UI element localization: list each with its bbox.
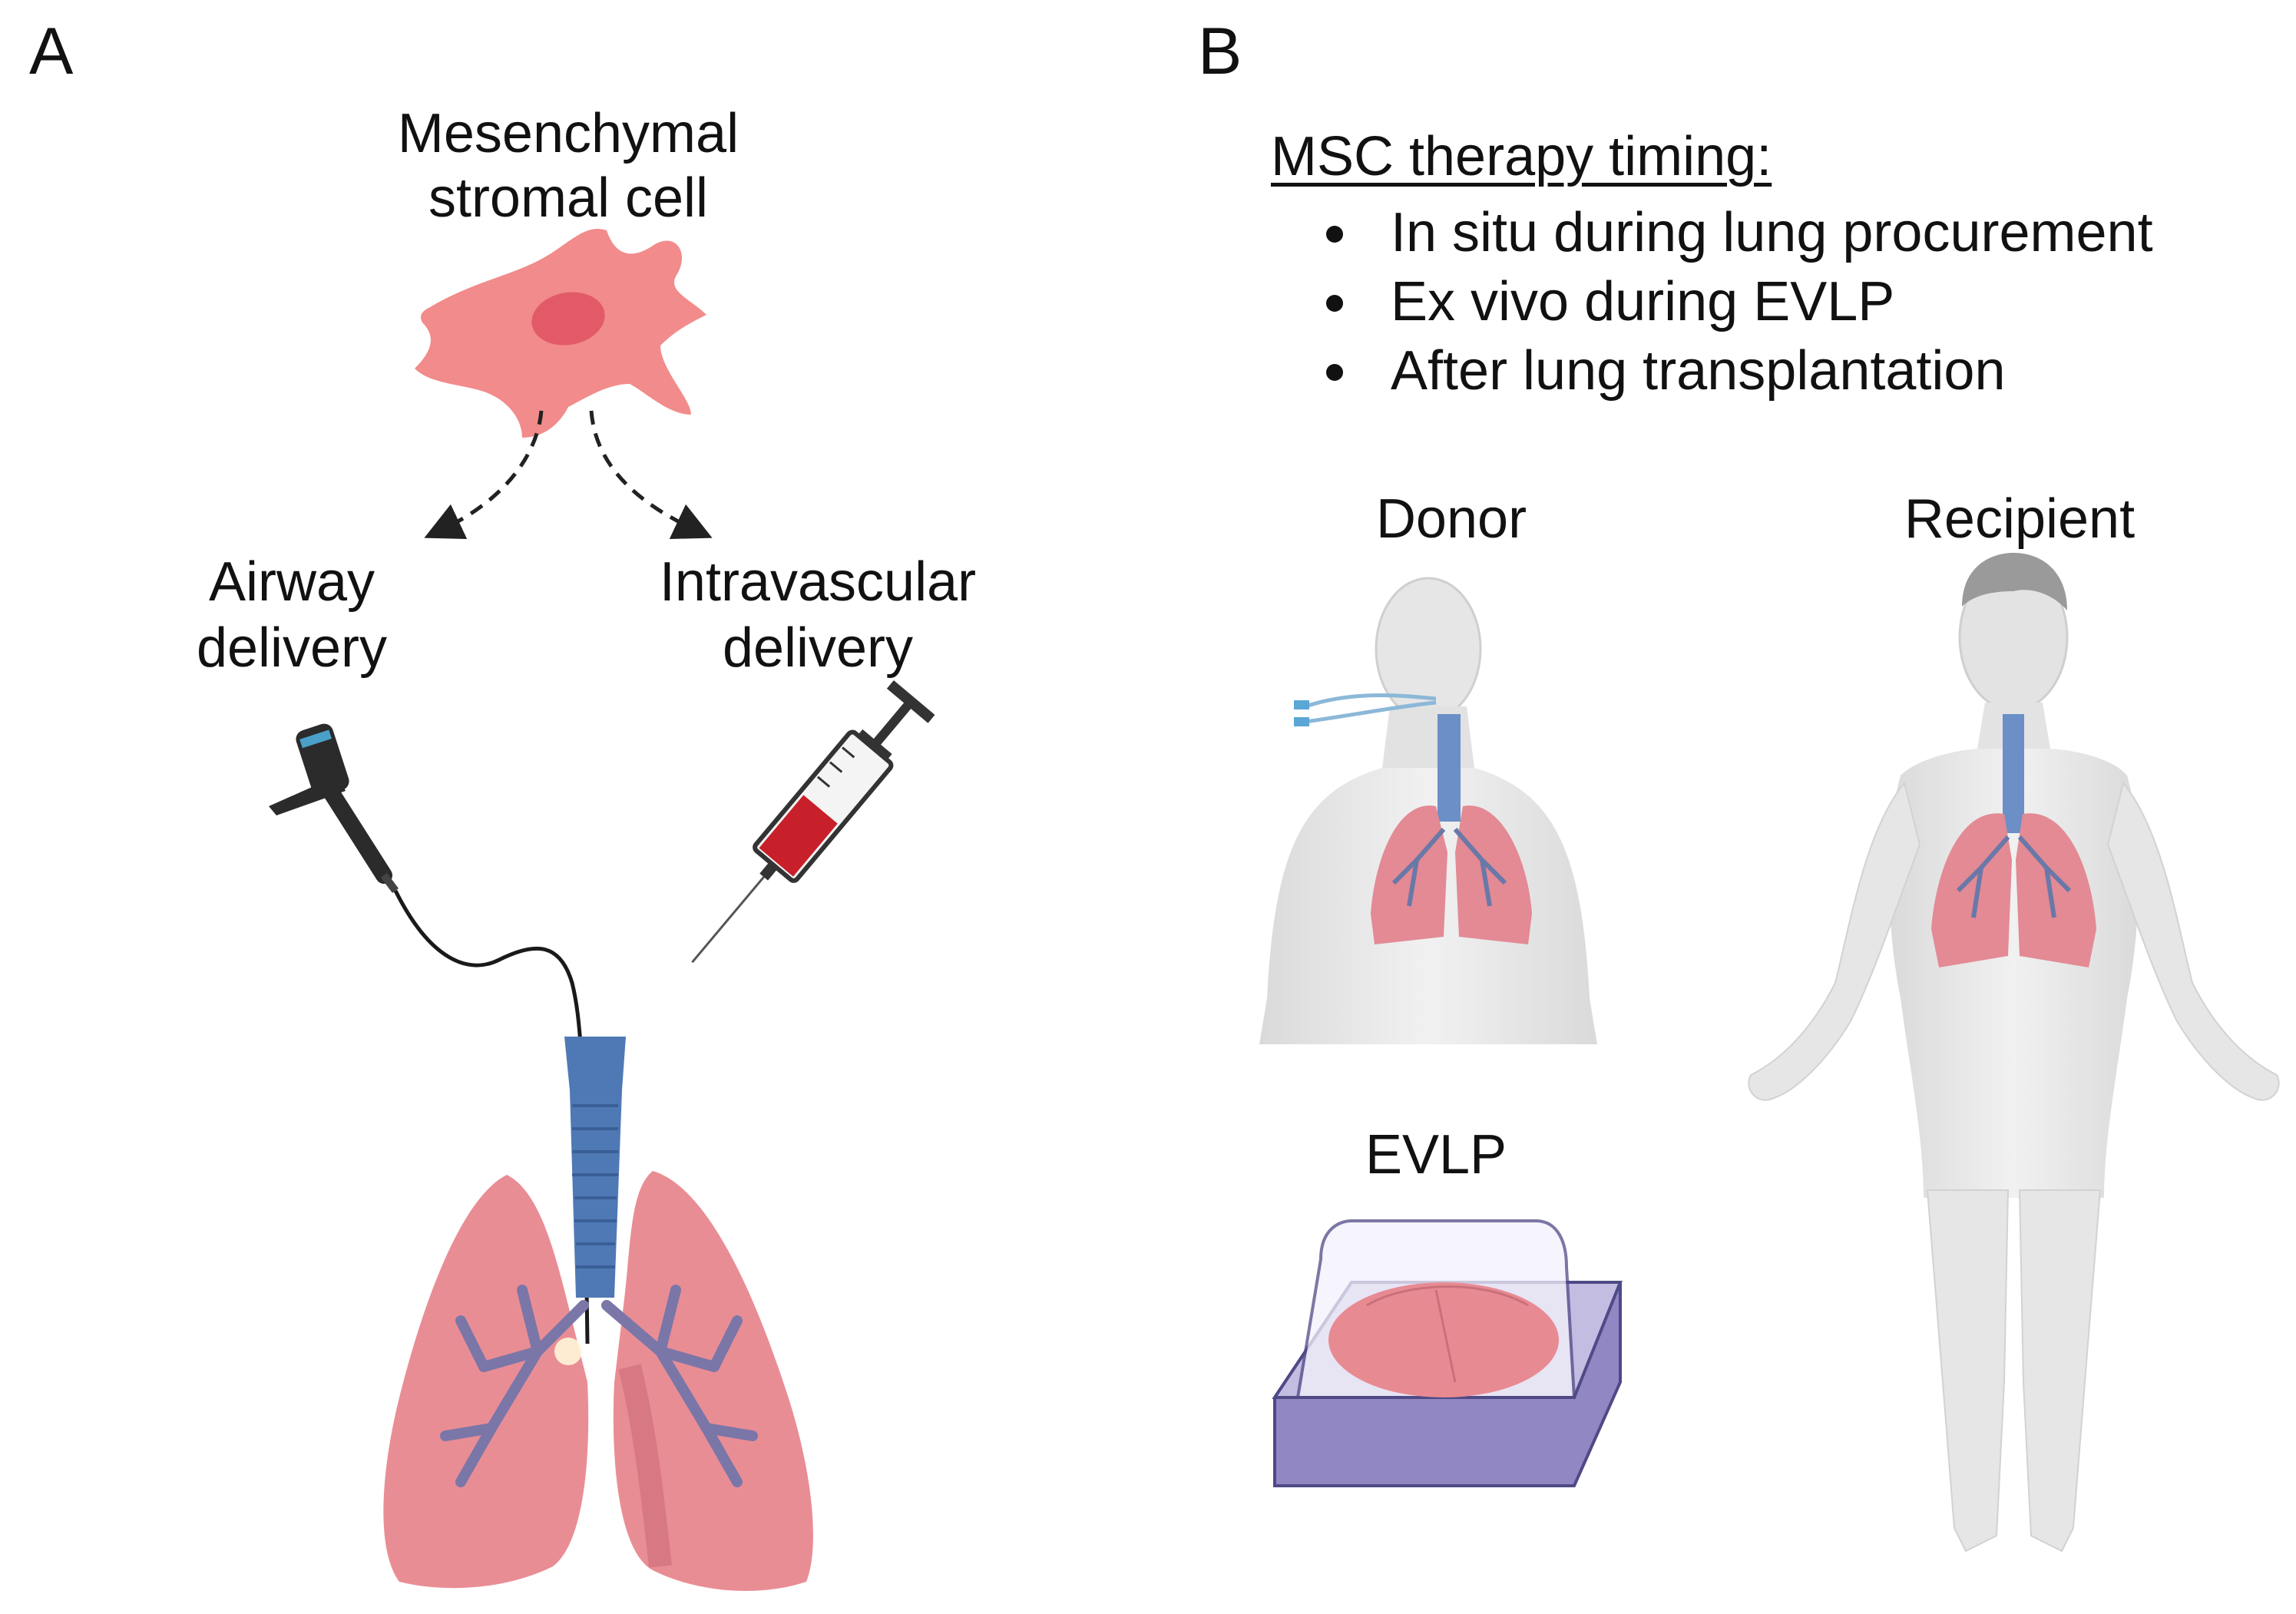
timing-item: In situ during lung procurement <box>1317 198 2153 267</box>
bullet-dot-icon <box>1326 226 1343 243</box>
donor-label: Donor <box>1375 488 1527 550</box>
evlp-chamber-illustration <box>1272 1219 1623 1487</box>
intravascular-label-line1: Intravascular <box>659 551 977 613</box>
bronchoscope-icon <box>269 723 590 1344</box>
lungs-illustration <box>383 1037 813 1591</box>
intravascular-label-line2: delivery <box>722 617 914 679</box>
timing-list: In situ during lung procurement Ex vivo … <box>1317 198 2153 405</box>
evlp-label: EVLP <box>1365 1124 1507 1186</box>
recipient-body-illustration <box>1748 553 2280 1553</box>
timing-item: After lung transplantation <box>1317 336 2153 405</box>
cell-label-line2: stromal cell <box>428 167 709 229</box>
cell-label-line1: Mesenchymal <box>397 103 739 164</box>
bullet-dot-icon <box>1326 295 1343 312</box>
timing-item: Ex vivo during EVLP <box>1317 267 2153 336</box>
syringe-icon <box>691 680 935 964</box>
timing-heading: MSC therapy timing: <box>1271 126 1772 187</box>
airway-label-line1: Airway <box>208 551 375 613</box>
stromal-cell-icon <box>415 229 706 438</box>
donor-body-illustration <box>1259 577 1597 1044</box>
recipient-label: Recipient <box>1904 488 2136 550</box>
bullet-dot-icon <box>1326 364 1343 381</box>
airway-label-line2: delivery <box>196 617 388 679</box>
panel-a-letter: A <box>29 15 74 88</box>
airway-arrow <box>424 410 544 539</box>
intravascular-arrow <box>589 410 713 539</box>
panel-b-letter: B <box>1198 15 1242 88</box>
